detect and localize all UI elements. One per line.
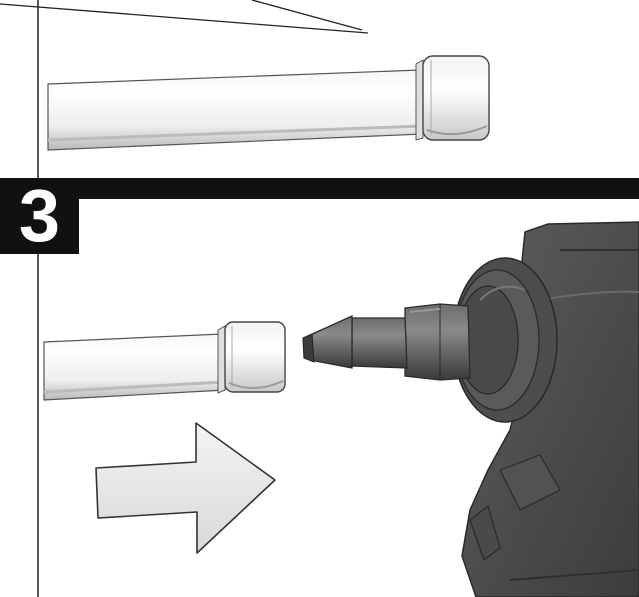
upper-tube-with-cap	[47, 55, 490, 151]
tool-with-nozzle	[302, 221, 639, 597]
step-number: 3	[0, 178, 79, 254]
lower-tube-with-cap	[43, 321, 286, 401]
callout-leader-lines	[0, 0, 369, 34]
insert-direction-arrow	[95, 422, 276, 554]
section-divider-bar	[38, 178, 639, 199]
